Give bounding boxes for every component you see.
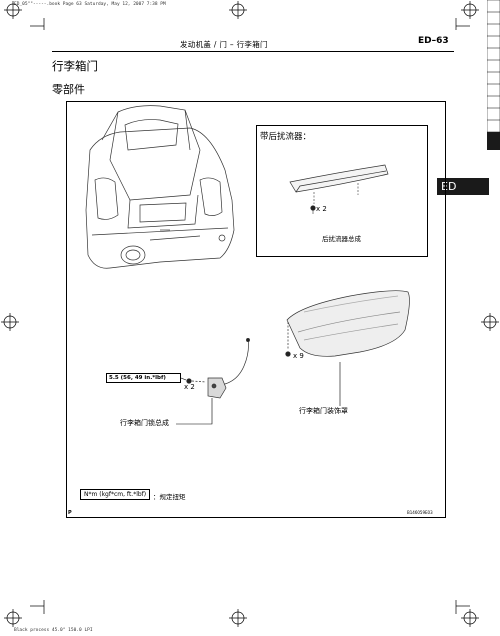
lock-label: 行李箱门锁总成 <box>120 419 169 427</box>
header-rule <box>52 51 454 52</box>
spoiler-box-title: 带后扰流器： <box>260 132 312 142</box>
section-subtitle: 零部件 <box>52 83 85 96</box>
torque-spec-box: 5.5 (56, 49 in.*lbf) <box>106 373 181 383</box>
legend-units-box: N*m (kgf*cm, ft.*lbf) <box>80 489 150 500</box>
spoiler-label: 后扰流器总成 <box>322 235 361 243</box>
side-tab-strip-icon <box>487 0 500 150</box>
spoiler-bolt-quantity: x 2 <box>316 205 327 213</box>
registration-mark-icon <box>461 1 479 19</box>
trim-label: 行李箱门装饰罩 <box>299 407 348 415</box>
registration-mark-icon <box>4 609 22 627</box>
trunk-lock-illustration <box>186 337 250 399</box>
print-header: ED_05""-----.book Page 63 Saturday, May … <box>14 2 166 7</box>
registration-mark-icon <box>4 1 22 19</box>
section-title: 行李箱门 <box>52 59 98 73</box>
registration-mark-icon <box>481 313 499 331</box>
registration-mark-icon <box>461 609 479 627</box>
registration-mark-icon <box>1 313 19 331</box>
lock-bolt-quantity: x 2 <box>184 383 195 391</box>
trim-clip-quantity: x 9 <box>293 352 304 360</box>
print-footer: Black process 45.0° 150.0 LPI <box>14 628 93 633</box>
section-tab: ED <box>437 178 489 195</box>
page-code: ED–63 <box>418 36 449 46</box>
spoiler-inset-box <box>256 125 428 257</box>
running-title: 发动机盖 / 门 – 行李箱门 <box>180 40 268 49</box>
registration-mark-icon <box>229 1 247 19</box>
rear-spoiler-illustration <box>289 164 389 193</box>
registration-mark-icon <box>229 609 247 627</box>
trunk-lid-trim-illustration <box>285 290 410 357</box>
legend-text: ：规定扭矩 <box>153 493 186 501</box>
diagram-frame <box>66 101 446 518</box>
frame-corner-mark: P <box>68 510 72 516</box>
car-rear-illustration <box>85 105 235 269</box>
illustration-code: B146059E03 <box>407 510 433 515</box>
